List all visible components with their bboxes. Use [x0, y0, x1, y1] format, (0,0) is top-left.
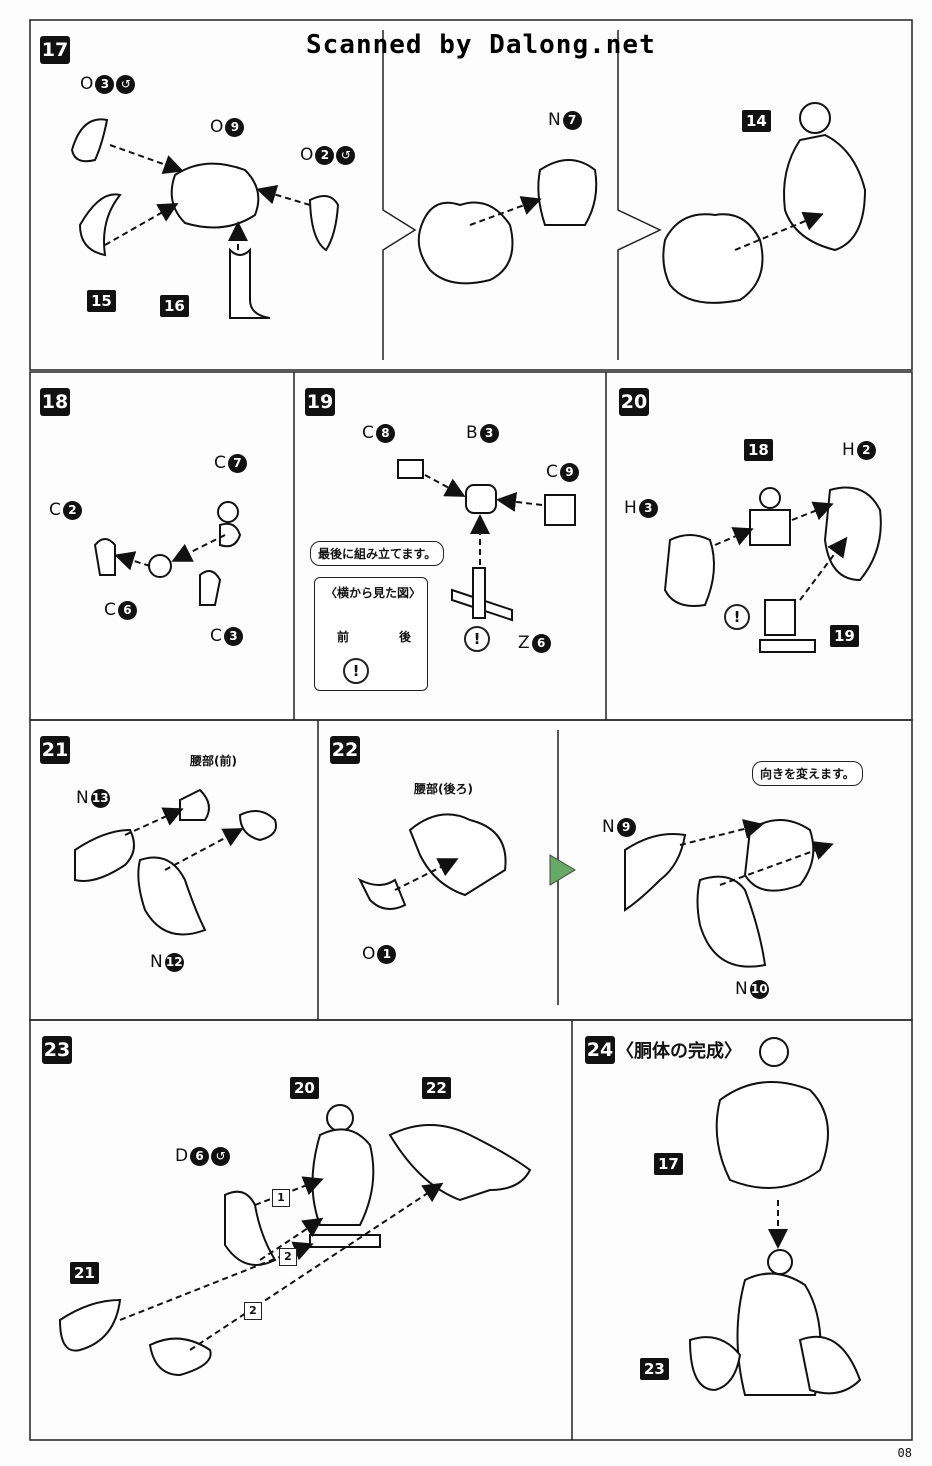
- step-title: 〈胴体の完成〉: [616, 1041, 742, 1062]
- assembly-tag: 22: [422, 1077, 451, 1099]
- step-number: 20: [619, 388, 649, 416]
- part-number: 6: [190, 1146, 210, 1166]
- twist-icon: ↺: [211, 1146, 231, 1166]
- assembly-tag: 14: [742, 110, 771, 132]
- part-number: 12: [164, 952, 184, 972]
- part-number: 7: [562, 110, 582, 130]
- part-number: 13: [90, 788, 110, 808]
- part-number: 1: [377, 944, 397, 964]
- caution-icon: !: [464, 626, 490, 652]
- part-number: 3: [479, 423, 499, 443]
- caution-icon: !: [343, 658, 369, 684]
- part-number: 10: [749, 979, 769, 999]
- assembly-tag: 20: [290, 1077, 319, 1099]
- note-bubble: 向きを変えます。: [752, 761, 863, 786]
- front-label: 前: [337, 630, 350, 644]
- step-number: 17: [40, 36, 70, 64]
- assembly-tag: 19: [830, 625, 859, 647]
- part-number: 8: [375, 423, 395, 443]
- part-number: 6: [531, 633, 551, 653]
- page-number: 08: [897, 1446, 912, 1460]
- order-number: 1: [272, 1189, 290, 1207]
- step-number: 24: [585, 1036, 615, 1064]
- assembly-tag: 15: [87, 290, 116, 312]
- part-number: 3: [95, 74, 115, 94]
- part-number: 2: [62, 500, 82, 520]
- scanner-watermark: Scanned by Dalong.net: [306, 30, 656, 60]
- part-number: 2: [315, 145, 335, 165]
- twist-icon: ↺: [116, 74, 136, 94]
- assembly-tag: 18: [744, 439, 773, 461]
- step-number: 18: [40, 388, 70, 416]
- back-label: 後: [399, 630, 412, 644]
- twist-icon: ↺: [336, 145, 356, 165]
- part-number: 2: [856, 440, 876, 460]
- part-number: 6: [117, 600, 137, 620]
- assembly-tag: 23: [640, 1358, 669, 1380]
- part-number: 3: [638, 498, 658, 518]
- step-number: 22: [330, 736, 360, 764]
- part-number: 9: [616, 817, 636, 837]
- waist-front-label: 腰部(前): [190, 754, 237, 768]
- caution-icon: !: [724, 604, 750, 630]
- side-view-title: 〈横から見た図〉: [325, 586, 422, 600]
- part-number: 9: [225, 117, 245, 137]
- part-number: 9: [559, 462, 579, 482]
- order-number: 2: [244, 1302, 262, 1320]
- part-number: 7: [227, 453, 247, 473]
- order-number: 2: [279, 1248, 297, 1266]
- part-number: 3: [223, 626, 243, 646]
- assembly-tag: 17: [654, 1153, 683, 1175]
- note-bubble: 最後に組み立てます。: [310, 541, 445, 566]
- side-view-box: 〈横から見た図〉 前 後: [314, 577, 428, 691]
- waist-back-label: 腰部(後ろ): [414, 782, 473, 796]
- next-arrow-icon: [549, 854, 576, 886]
- step-number: 19: [305, 388, 335, 416]
- assembly-tag: 16: [160, 295, 189, 317]
- step-number: 21: [40, 736, 70, 764]
- step-number: 23: [42, 1036, 72, 1064]
- assembly-tag: 21: [70, 1262, 99, 1284]
